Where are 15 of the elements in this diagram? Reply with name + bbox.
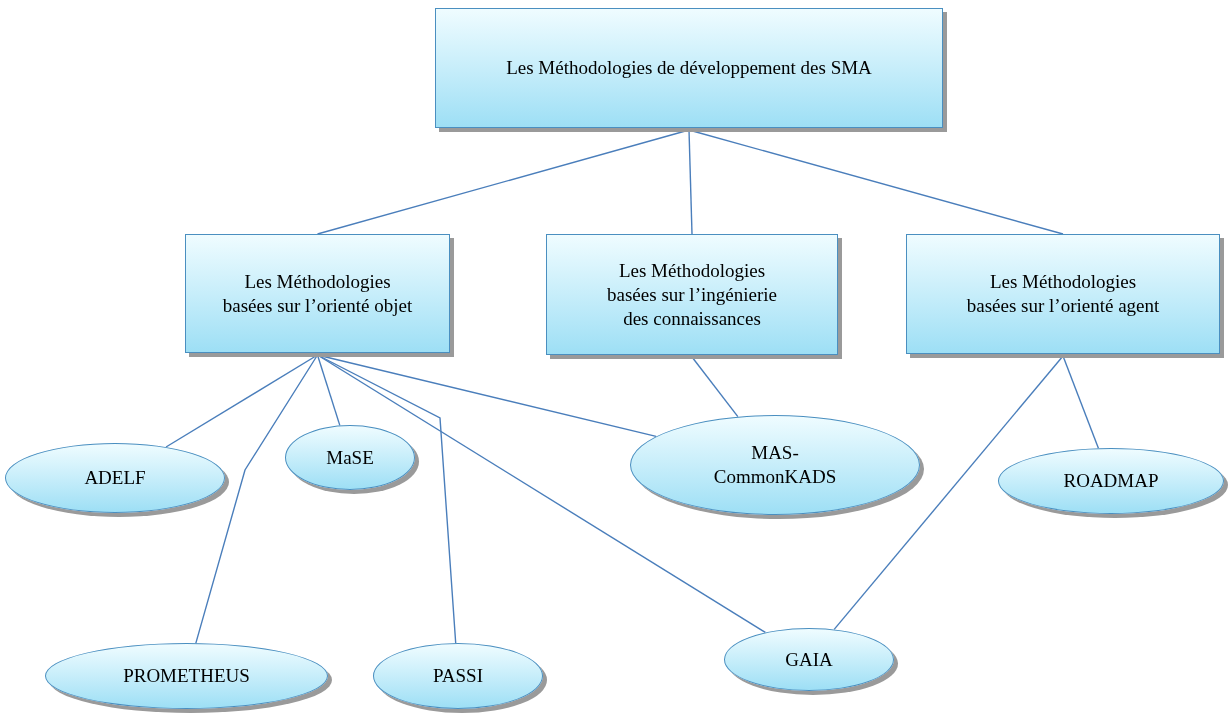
- connector-line: [195, 354, 319, 644]
- node-label: Les Méthodologies basées sur l’ingénierie des connaissances: [606, 258, 778, 331]
- node-label: Les Méthodologies basées sur l’orienté agent: [965, 270, 1161, 318]
- node-label: MAS- CommonKADS: [712, 441, 838, 489]
- node-label: Les Méthodologies basées sur l’orienté objet: [221, 269, 414, 318]
- node-label: PASSI: [433, 664, 483, 688]
- connector-line: [1062, 355, 1100, 449]
- connector-line: [316, 354, 341, 427]
- node-label: GAIA: [785, 647, 833, 672]
- connector-line: [688, 129, 693, 235]
- node-label: PROMETHEUS: [123, 664, 250, 688]
- node-label: Les Méthodologies de développement des SMA: [506, 56, 872, 80]
- node-label: MaSE: [326, 445, 374, 470]
- node-label: ADELF: [84, 466, 146, 490]
- node-label: ROADMAP: [1063, 469, 1159, 493]
